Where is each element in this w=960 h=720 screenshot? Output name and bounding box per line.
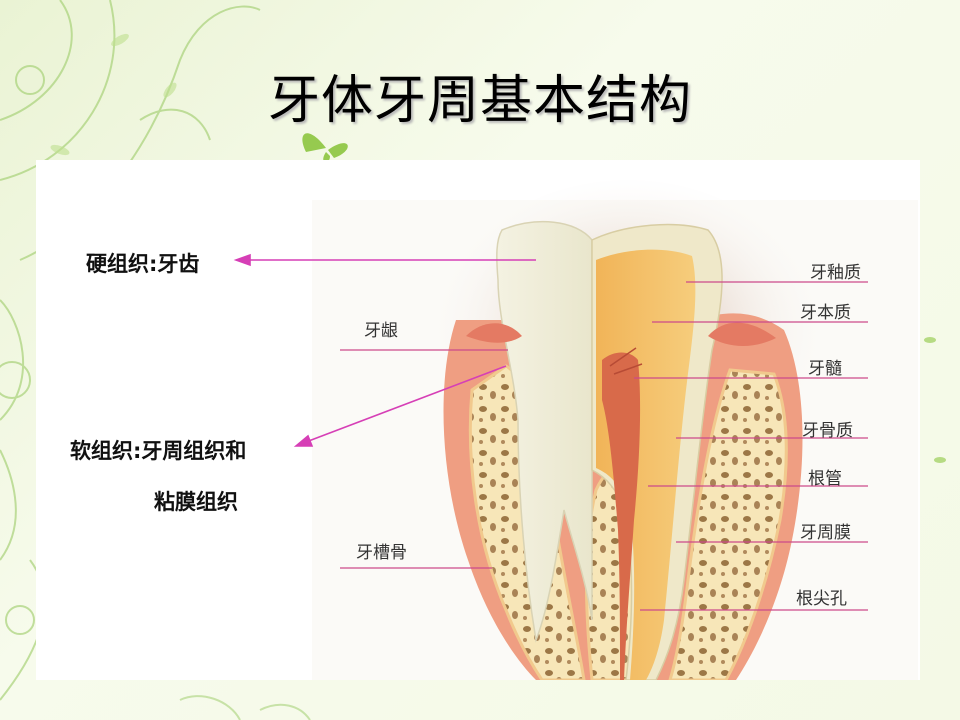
hard-tissue-arrowhead: [233, 253, 251, 267]
periodontal-ligament-label: 牙周膜: [800, 523, 851, 543]
enamel-label: 牙釉质: [810, 263, 861, 283]
soft-tissue-arrow-line: [305, 365, 507, 443]
soft-tissue-callout-line2: 粘膜组织: [154, 490, 238, 514]
dentin-label: 牙本质: [800, 303, 851, 323]
pulp-label: 牙髓: [808, 359, 842, 379]
soft-tissue-callout-line1: 软组织:牙周组织和: [70, 439, 247, 463]
alveolar-bone-label: 牙槽骨: [356, 543, 407, 563]
tooth-cross-section-diagram: [233, 180, 918, 680]
slide-title: 牙体牙周基本结构: [267, 71, 692, 131]
diagram-panel: 硬组织:牙齿 软组织:牙周组织和 粘膜组织 牙龈 牙槽骨 牙釉质 牙本质 牙髓 …: [36, 160, 920, 680]
gingiva-label: 牙龈: [364, 321, 398, 341]
cementum-label: 牙骨质: [802, 421, 853, 441]
soft-tissue-arrowhead: [293, 434, 314, 447]
root-canal-label: 根管: [808, 469, 842, 489]
butterfly-icon: [302, 133, 348, 163]
hard-tissue-callout: 硬组织:牙齿: [86, 252, 200, 276]
apical-foramen-label: 根尖孔: [796, 589, 847, 609]
